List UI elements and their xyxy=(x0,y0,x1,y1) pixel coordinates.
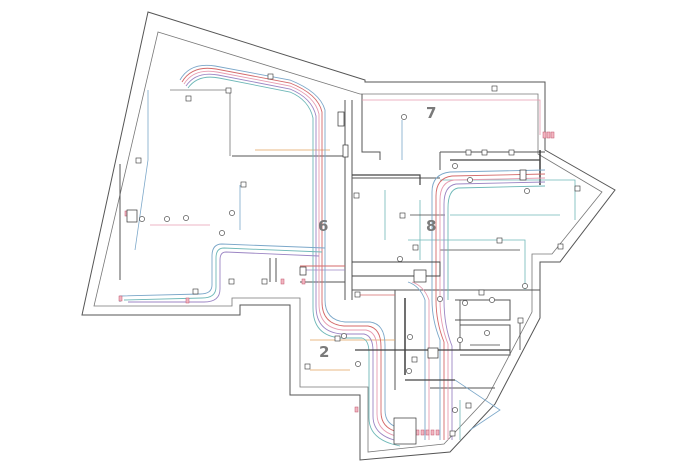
interior-walls xyxy=(119,94,545,390)
outer-walls xyxy=(81,11,616,461)
room-label-6: 6 xyxy=(318,217,328,235)
pink-markers xyxy=(118,131,555,436)
room-label-8: 8 xyxy=(426,217,436,235)
main-cable-bundle xyxy=(179,64,409,447)
thin-circuits xyxy=(134,89,576,440)
room-label-7: 7 xyxy=(426,104,436,122)
square-devices xyxy=(135,73,581,437)
room-labels: 7 6 8 2 xyxy=(318,104,436,361)
room-label-2: 2 xyxy=(319,343,329,361)
panel-boxes xyxy=(126,111,527,445)
west-branch-bundle xyxy=(119,243,345,303)
east-cable-bundle xyxy=(352,169,546,440)
circle-x-devices xyxy=(139,114,530,413)
